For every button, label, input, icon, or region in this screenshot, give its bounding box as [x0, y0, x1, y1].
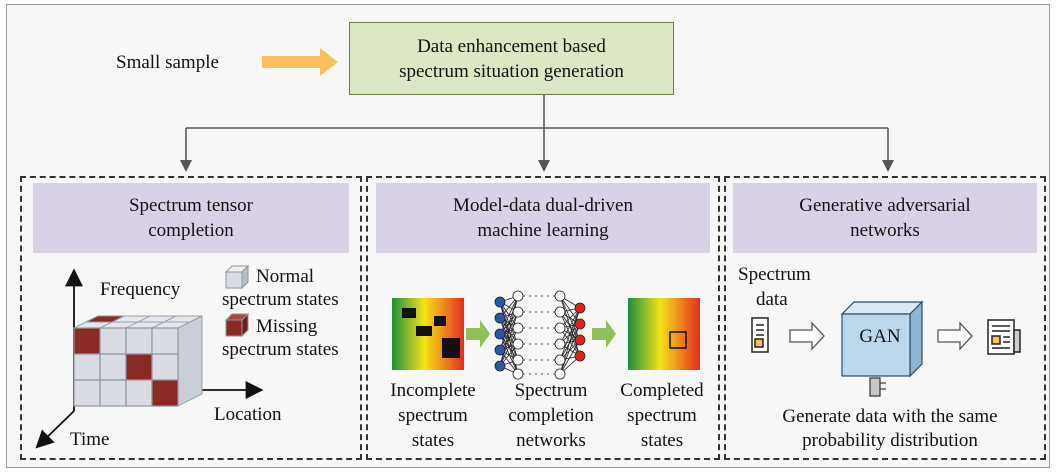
- network-node: [494, 328, 506, 340]
- legend-missing-line1: Missing: [256, 316, 318, 337]
- gan-cube: [840, 300, 924, 378]
- panel2-title-line2: machine learning: [477, 220, 609, 241]
- network-node: [494, 344, 506, 356]
- flow-arrow-icon-2: [592, 320, 616, 348]
- network-node: [512, 322, 524, 334]
- gan-illustration: [751, 300, 1021, 397]
- network-node: [554, 354, 566, 366]
- network-node: [494, 296, 506, 308]
- incomplete-line1: Incomplete: [390, 380, 476, 401]
- completed-line1: Completed: [620, 380, 704, 401]
- panel-gan: [724, 176, 1046, 460]
- network-node: [512, 290, 524, 302]
- connector-tree: [180, 95, 894, 172]
- panel1-title-line2: completion: [148, 220, 234, 241]
- hollow-arrow-icon-2: [937, 321, 973, 351]
- network-node: [554, 338, 566, 350]
- legend-normal-line2: spectrum states: [222, 289, 339, 310]
- panel3-header: Generative adversarial networks: [733, 183, 1037, 253]
- network-node: [512, 354, 524, 366]
- legend-normal-line1: Normal: [256, 266, 315, 287]
- top-title-line1: Data enhancement based: [417, 35, 606, 57]
- normal-cell-icon: [224, 264, 250, 290]
- network-node: [574, 350, 586, 362]
- incomplete-line3: states: [411, 430, 455, 451]
- gan-caption-line2: probability distribution: [802, 430, 978, 451]
- panel2-title-line1: Model-data dual-driven: [453, 195, 633, 216]
- network-node: [574, 318, 586, 330]
- legend-missing-line2: spectrum states: [222, 339, 339, 360]
- time-label: Time: [70, 429, 110, 450]
- network-line2: completion: [508, 405, 594, 426]
- network-node: [554, 306, 566, 318]
- report-icon: [987, 319, 1021, 355]
- completed-heatmap: [628, 298, 700, 370]
- neural-network-icon: [494, 290, 586, 380]
- panel3-title-line1: Generative adversarial: [799, 195, 971, 216]
- document-icon: [751, 317, 769, 353]
- gan-caption-line1: Generate data with the same: [782, 406, 998, 427]
- panel1-title-line1: Spectrum tensor: [128, 195, 253, 216]
- network-node: [554, 368, 566, 380]
- gan-label: GAN: [859, 326, 901, 347]
- completed-line2: spectrum: [627, 405, 697, 426]
- incomplete-heatmap: [392, 298, 464, 370]
- network-node: [574, 334, 586, 346]
- network-node: [512, 306, 524, 318]
- frequency-label: Frequency: [100, 279, 181, 300]
- small-sample-label: Small sample: [116, 52, 219, 73]
- top-title-box: Data enhancement based spectrum situatio…: [349, 22, 674, 95]
- spectrum-data-line2: data: [756, 289, 788, 310]
- down-arrow-1: [180, 160, 192, 172]
- top-title-line2: spectrum situation generation: [399, 60, 624, 82]
- flow-arrow-icon: [466, 320, 490, 348]
- learning-illustration: [392, 290, 700, 380]
- down-arrow-2: [538, 160, 550, 172]
- panel2-header: Model-data dual-driven machine learning: [376, 183, 710, 253]
- network-line1: Spectrum: [514, 380, 588, 401]
- incomplete-label: Incomplete spectrum states: [383, 378, 483, 453]
- network-node: [512, 368, 524, 380]
- incomplete-line2: spectrum: [398, 405, 468, 426]
- panel3-title-line2: networks: [850, 220, 920, 241]
- completed-line3: states: [640, 430, 684, 451]
- down-arrow-3: [882, 160, 894, 172]
- hollow-arrow-icon: [789, 321, 825, 351]
- network-node: [494, 312, 506, 324]
- network-node: [554, 290, 566, 302]
- time-axis: [35, 410, 75, 449]
- network-node: [512, 338, 524, 350]
- network-node: [574, 302, 586, 314]
- noise-key-icon: [869, 377, 886, 397]
- panel1-header: Spectrum tensor completion: [33, 183, 349, 253]
- spectrum-data-line1: Spectrum: [738, 264, 811, 285]
- panel-tensor: [20, 176, 362, 460]
- location-label: Location: [214, 404, 282, 425]
- missing-cell-icon: [224, 312, 250, 338]
- network-label: Spectrum completion networks: [496, 378, 606, 453]
- network-node: [494, 360, 506, 372]
- network-line3: networks: [516, 430, 586, 451]
- tensor-illustration: [35, 264, 264, 449]
- completed-label: Completed spectrum states: [612, 378, 712, 453]
- panel-learning: [366, 176, 720, 460]
- network-node: [554, 322, 566, 334]
- orange-arrow-icon: [262, 48, 338, 76]
